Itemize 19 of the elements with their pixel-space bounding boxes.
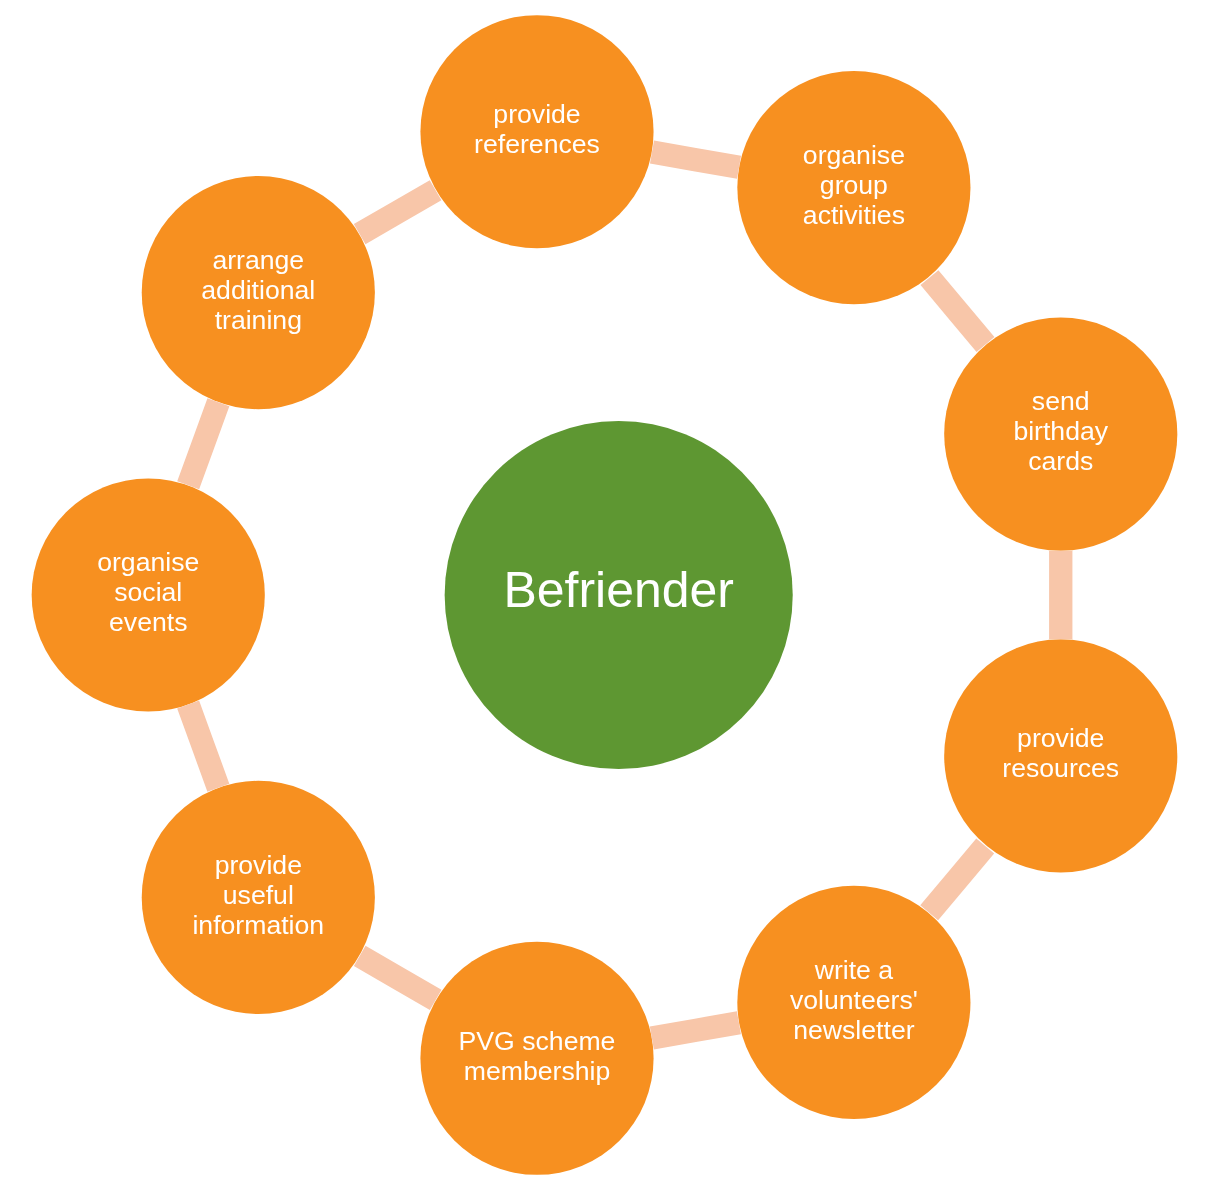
connector (920, 270, 994, 352)
connector (353, 945, 441, 1010)
connector (176, 398, 229, 490)
node-circle: PVG scheme membership (419, 941, 654, 1175)
node-circle: provide useful information (141, 780, 375, 1014)
connector (919, 838, 994, 921)
connector (353, 180, 441, 245)
connector (1048, 550, 1072, 640)
node-circle: organise social events (31, 478, 265, 712)
node-circle: provide resources (943, 639, 1177, 873)
node-circle: arrange additional training (141, 176, 375, 410)
connector (649, 1011, 741, 1050)
connector (176, 700, 229, 792)
node-circle: organise group activities (736, 71, 970, 305)
node-circle: send birthday cards (943, 317, 1177, 551)
connector (649, 140, 741, 179)
node-circle: write a volunteers' newsletter (736, 885, 970, 1119)
node-circle: provide references (419, 15, 654, 249)
node-circle: Befriender (444, 420, 793, 770)
